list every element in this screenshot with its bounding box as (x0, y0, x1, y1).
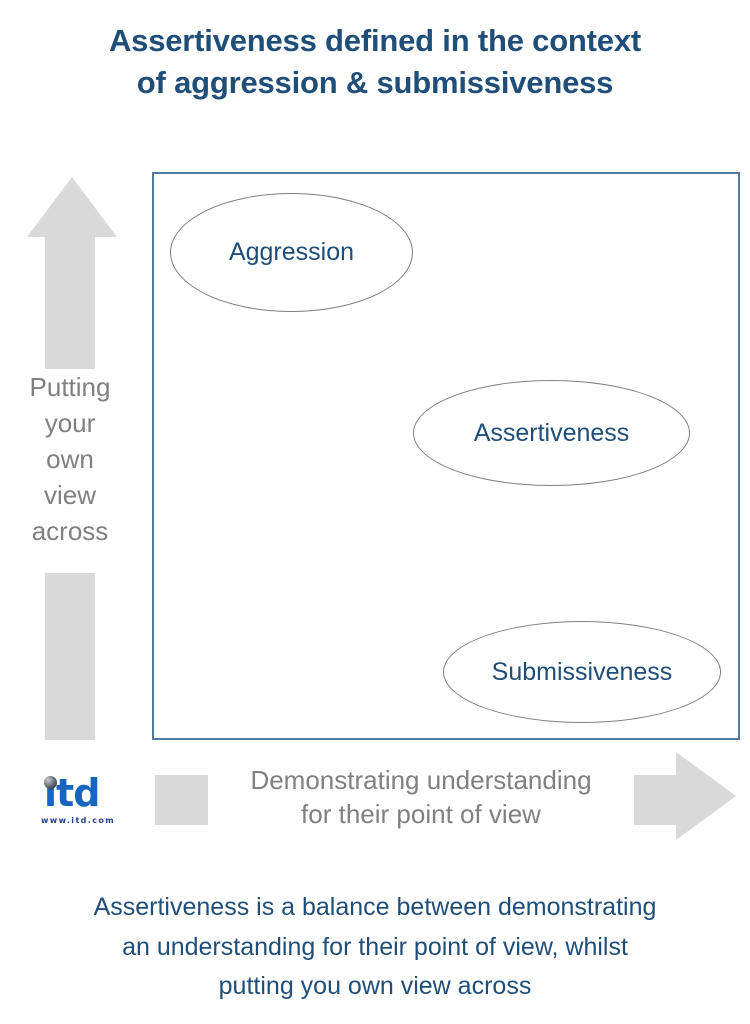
y-axis-label-line-3: own (46, 443, 94, 474)
node-aggression[interactable]: Aggression (170, 193, 413, 312)
x-axis-label: Demonstrating understanding for their po… (208, 763, 634, 832)
x-axis-arrow-shaft-right (634, 775, 676, 825)
page-title-line-2: of aggression & submissiveness (136, 64, 614, 100)
y-axis-arrow-up-icon (27, 177, 117, 237)
y-axis-label-line-5: across (31, 515, 109, 546)
caption: Assertiveness is a balance between demon… (0, 888, 750, 1007)
caption-line-1: Assertiveness is a balance between demon… (93, 893, 657, 921)
x-axis-arrow-right-icon (676, 752, 736, 840)
y-axis-label-line-1: Putting (29, 372, 111, 402)
x-axis-label-line-1: Demonstrating understanding (250, 765, 592, 795)
y-axis-arrow-shaft-lower (45, 573, 95, 740)
itd-logo[interactable]: itd www.itd.com (38, 773, 124, 831)
node-submissiveness-label: Submissiveness (491, 657, 673, 686)
y-axis-arrow-shaft-upper (45, 236, 95, 369)
caption-line-3: putting you own view across (218, 972, 532, 1000)
node-submissiveness[interactable]: Submissiveness (443, 621, 721, 723)
x-axis-label-line-2: for their point of view (301, 799, 541, 830)
y-axis-label-line-4: view (43, 479, 96, 510)
y-axis-label-line-2: your (44, 407, 96, 438)
node-aggression-label: Aggression (228, 238, 355, 266)
caption-line-2: an understanding for their point of view… (122, 932, 628, 961)
page-title: Assertiveness defined in the context of … (0, 20, 750, 104)
globe-icon (44, 776, 57, 789)
page-title-line-1: Assertiveness defined in the context (108, 23, 641, 58)
logo-url-text: www.itd.com (41, 816, 116, 825)
y-axis-label: Putting your own view across (0, 370, 140, 549)
logo-mark: itd (38, 773, 124, 815)
node-assertiveness-label: Assertiveness (473, 418, 630, 447)
node-assertiveness[interactable]: Assertiveness (413, 380, 690, 486)
x-axis-arrow-shaft-left (155, 775, 208, 825)
